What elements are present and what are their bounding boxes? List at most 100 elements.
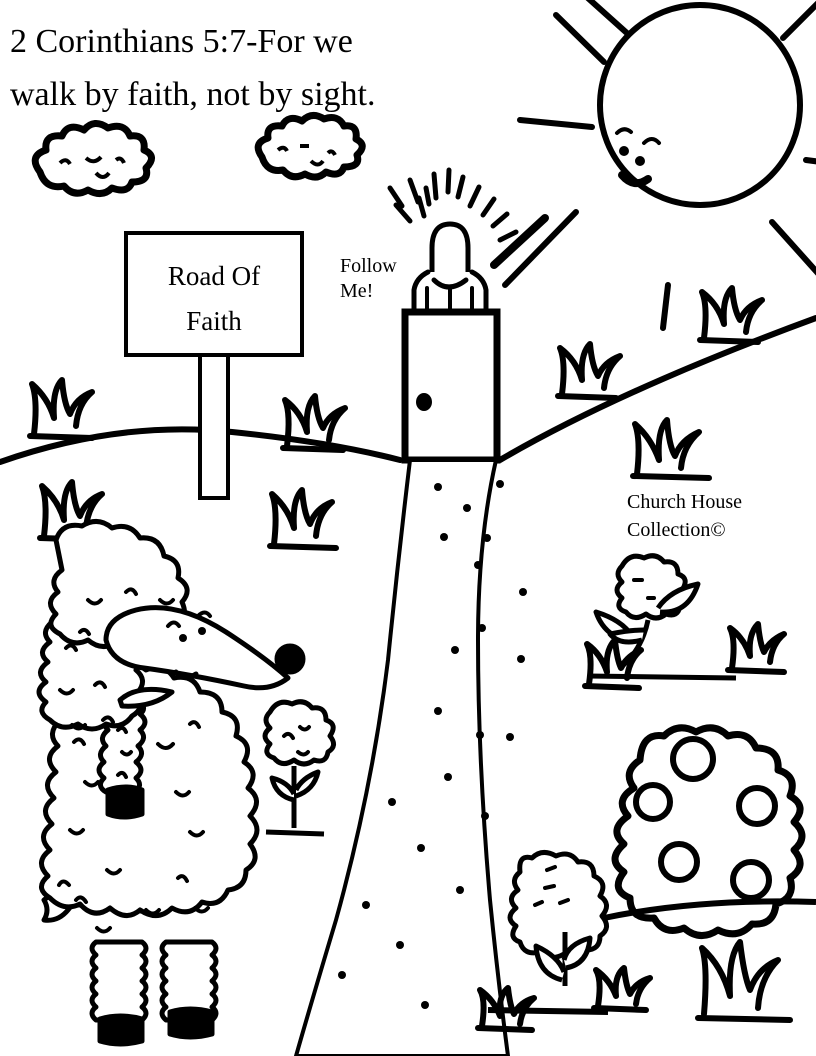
cloud-mark bbox=[326, 149, 337, 156]
cloud-mark bbox=[309, 159, 325, 167]
sun-ray bbox=[585, 0, 631, 37]
sun-smile bbox=[618, 171, 652, 188]
flower-ground-line bbox=[265, 829, 325, 837]
grass-tuft bbox=[27, 377, 95, 441]
pebble bbox=[421, 1001, 429, 1009]
shrub-ground-line bbox=[487, 1007, 609, 1015]
halo-ray bbox=[393, 202, 413, 224]
halo-ray bbox=[416, 195, 427, 219]
cloud-shape bbox=[31, 120, 155, 197]
halo-ray bbox=[455, 174, 466, 200]
bush-ground-line bbox=[603, 898, 816, 921]
sign-text-line-1: Road Of bbox=[168, 261, 260, 291]
flower-right bbox=[587, 553, 737, 681]
cloud-texture bbox=[276, 144, 337, 167]
sun-right-eye bbox=[635, 156, 645, 166]
flower-head-texture bbox=[282, 725, 311, 757]
horizon-group bbox=[0, 315, 816, 465]
verse-text: 2 Corinthians 5:7-For we walk by faith, … bbox=[10, 23, 375, 113]
cloud-texture bbox=[58, 155, 126, 179]
sheep-face bbox=[103, 605, 291, 691]
halo-ray bbox=[387, 185, 405, 209]
sheep-ear bbox=[117, 686, 175, 709]
shrub-shape bbox=[507, 850, 609, 960]
cloud-mark bbox=[84, 155, 103, 164]
sheep-brow bbox=[166, 620, 181, 628]
sun-ray bbox=[502, 209, 579, 288]
verse-line-1: 2 Corinthians 5:7-For we bbox=[10, 23, 353, 60]
sun-ray bbox=[517, 117, 595, 130]
shrub-bottom-center bbox=[487, 850, 609, 1015]
sheep-eye-right bbox=[198, 627, 206, 635]
flower-stem bbox=[618, 619, 651, 670]
hill-line-left bbox=[0, 426, 403, 465]
pebble bbox=[519, 588, 527, 596]
grass-tuft bbox=[267, 487, 339, 551]
flower-beside-sheep bbox=[262, 699, 336, 837]
pebble bbox=[434, 483, 442, 491]
jesus-group bbox=[387, 167, 549, 315]
pebble bbox=[434, 707, 442, 715]
sun-ray bbox=[769, 219, 816, 276]
halo-ray bbox=[497, 229, 519, 243]
door-panel bbox=[401, 308, 501, 464]
sheep-hoof-left bbox=[97, 1013, 145, 1047]
sheep-smile bbox=[173, 669, 199, 680]
pebble bbox=[456, 886, 464, 894]
bush-berries bbox=[633, 736, 778, 901]
halo-rays bbox=[387, 167, 519, 243]
sun-left-eye bbox=[619, 146, 629, 156]
door-knob bbox=[416, 393, 432, 411]
speech-line-2: Me! bbox=[340, 280, 373, 302]
grass-tuft bbox=[591, 965, 653, 1013]
shrub-leaf-right bbox=[561, 935, 593, 971]
grass-tuft bbox=[555, 341, 623, 401]
pebble bbox=[444, 773, 452, 781]
halo-ray-long bbox=[490, 214, 549, 269]
pebble bbox=[478, 624, 486, 632]
pebble bbox=[481, 812, 489, 820]
watermark-line-1: Church House bbox=[627, 491, 742, 513]
shrub-texture bbox=[533, 865, 570, 907]
sheep-chest-black-mark bbox=[105, 784, 145, 820]
watermark-line-2: Collection© bbox=[627, 519, 726, 541]
halo-ray bbox=[467, 184, 482, 209]
berry bbox=[658, 841, 700, 883]
road-of-faith-sign: Road Of Faith bbox=[124, 231, 304, 500]
cloud-left bbox=[31, 120, 155, 197]
cloud-mark bbox=[276, 145, 289, 153]
halo-ray bbox=[423, 185, 432, 207]
path-pebbles bbox=[338, 480, 527, 1009]
sun-ray bbox=[780, 0, 816, 41]
halo-ray bbox=[480, 196, 497, 218]
sign-text-line-2: Faith bbox=[186, 306, 242, 336]
grass-tuft bbox=[630, 417, 712, 481]
sheep-hoof-right bbox=[167, 1006, 215, 1040]
sheep-chest-texture bbox=[116, 725, 133, 779]
berry bbox=[736, 785, 778, 827]
berry bbox=[670, 736, 716, 782]
cloud-mark bbox=[94, 171, 111, 179]
sun-ray bbox=[660, 282, 671, 331]
berry bbox=[730, 859, 772, 901]
flower-leaf-left bbox=[269, 775, 297, 803]
grass-tuft bbox=[280, 393, 348, 453]
shrub-leaf-left bbox=[533, 943, 567, 983]
berry bbox=[633, 782, 673, 822]
pebble bbox=[417, 844, 425, 852]
speech-line-1: Follow bbox=[340, 255, 397, 277]
sheep-group bbox=[36, 519, 306, 1047]
sheep-body-texture bbox=[57, 710, 210, 934]
path-shape bbox=[293, 458, 511, 1056]
flower-ground-line bbox=[587, 673, 737, 681]
grass-tuft bbox=[725, 621, 787, 675]
pebble bbox=[440, 533, 448, 541]
sheep-eye-left bbox=[179, 634, 187, 642]
halo-ray bbox=[490, 211, 510, 229]
flower-head bbox=[262, 699, 336, 767]
pebble bbox=[483, 534, 491, 542]
sun-right-eyebrow bbox=[642, 137, 661, 145]
sun-disc bbox=[597, 2, 803, 208]
flower-leaf-mid bbox=[607, 627, 645, 645]
